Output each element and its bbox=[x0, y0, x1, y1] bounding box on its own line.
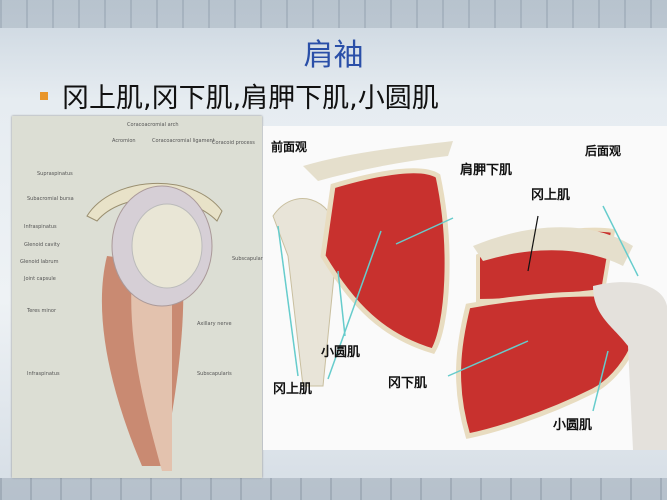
rotator-cuff-illustration: 前面观 后面观 肩胛下肌 冈上肌 小圆肌 冈上肌 冈下肌 小圆肌 bbox=[263, 126, 667, 450]
acromion-shape bbox=[86, 183, 223, 222]
pointer-line bbox=[527, 215, 539, 272]
bullet-text: 冈上肌,冈下肌,肩胛下肌,小圆肌 bbox=[62, 83, 439, 114]
figure-label: Teres minor bbox=[27, 308, 57, 314]
bullet-marker bbox=[40, 91, 48, 100]
figure-label: Acromion bbox=[112, 138, 136, 144]
infraspinatus-muscle bbox=[456, 291, 642, 439]
bottom-decor-band bbox=[0, 478, 667, 500]
top-decor-band bbox=[0, 0, 667, 28]
figure-label: Coracoid process bbox=[212, 140, 255, 146]
back-view-label: 后面观 bbox=[585, 144, 622, 158]
figure-label: Axillary nerve bbox=[197, 321, 232, 327]
pointer-line bbox=[327, 230, 382, 380]
clavicle-front bbox=[303, 141, 453, 181]
humerus-front bbox=[272, 198, 339, 387]
pointer-line bbox=[447, 340, 529, 377]
pointer-line bbox=[592, 350, 609, 412]
shoulder-joint-illustration: Coracoacromial arch Acromion Coracoacrom… bbox=[12, 116, 267, 478]
supraspinatus-front-label: 冈上肌 bbox=[273, 382, 313, 397]
figure-label: Glenoid labrum bbox=[20, 259, 59, 265]
bullet-item: 冈上肌,冈下肌,肩胛下肌,小圆肌 bbox=[40, 76, 439, 115]
rotator-cuff-drawing bbox=[272, 141, 667, 450]
figure-label: Joint capsule bbox=[24, 276, 56, 282]
figure-label: Subscapularis bbox=[197, 371, 232, 377]
pointer-line bbox=[395, 217, 454, 245]
figure-label: Coracoacromial arch bbox=[127, 122, 179, 128]
front-view-label: 前面观 bbox=[271, 140, 308, 154]
humerus-back bbox=[593, 282, 667, 450]
subscapularis-muscle bbox=[320, 168, 450, 354]
spine-of-scapula bbox=[473, 227, 633, 266]
pointer-line bbox=[337, 270, 346, 337]
glenoid-drawing bbox=[86, 183, 223, 471]
figure-label: Infraspinatus bbox=[24, 224, 57, 230]
figure-label: Infraspinatus bbox=[27, 371, 60, 377]
glenoid-cavity bbox=[131, 203, 203, 289]
figure-label: Coracoacromial ligament bbox=[152, 138, 215, 144]
teres-minor-back-label: 小圆肌 bbox=[553, 418, 593, 433]
pointer-line bbox=[277, 225, 299, 377]
figure-label: Glenoid cavity bbox=[24, 242, 60, 248]
tendon-shape bbox=[131, 276, 172, 471]
subscapularis-label: 肩胛下肌 bbox=[460, 163, 513, 178]
teres-minor-front-label: 小圆肌 bbox=[321, 345, 361, 360]
supraspinatus-back-label: 冈上肌 bbox=[531, 188, 571, 203]
slide-title: 肩袖 bbox=[303, 38, 364, 73]
figure-label: Subscapularis bbox=[232, 256, 267, 262]
infraspinatus-label: 冈下肌 bbox=[388, 376, 428, 391]
figure-label: Supraspinatus bbox=[37, 171, 73, 177]
figure-label: Subacromial bursa bbox=[27, 196, 74, 202]
pointer-line bbox=[602, 205, 639, 277]
